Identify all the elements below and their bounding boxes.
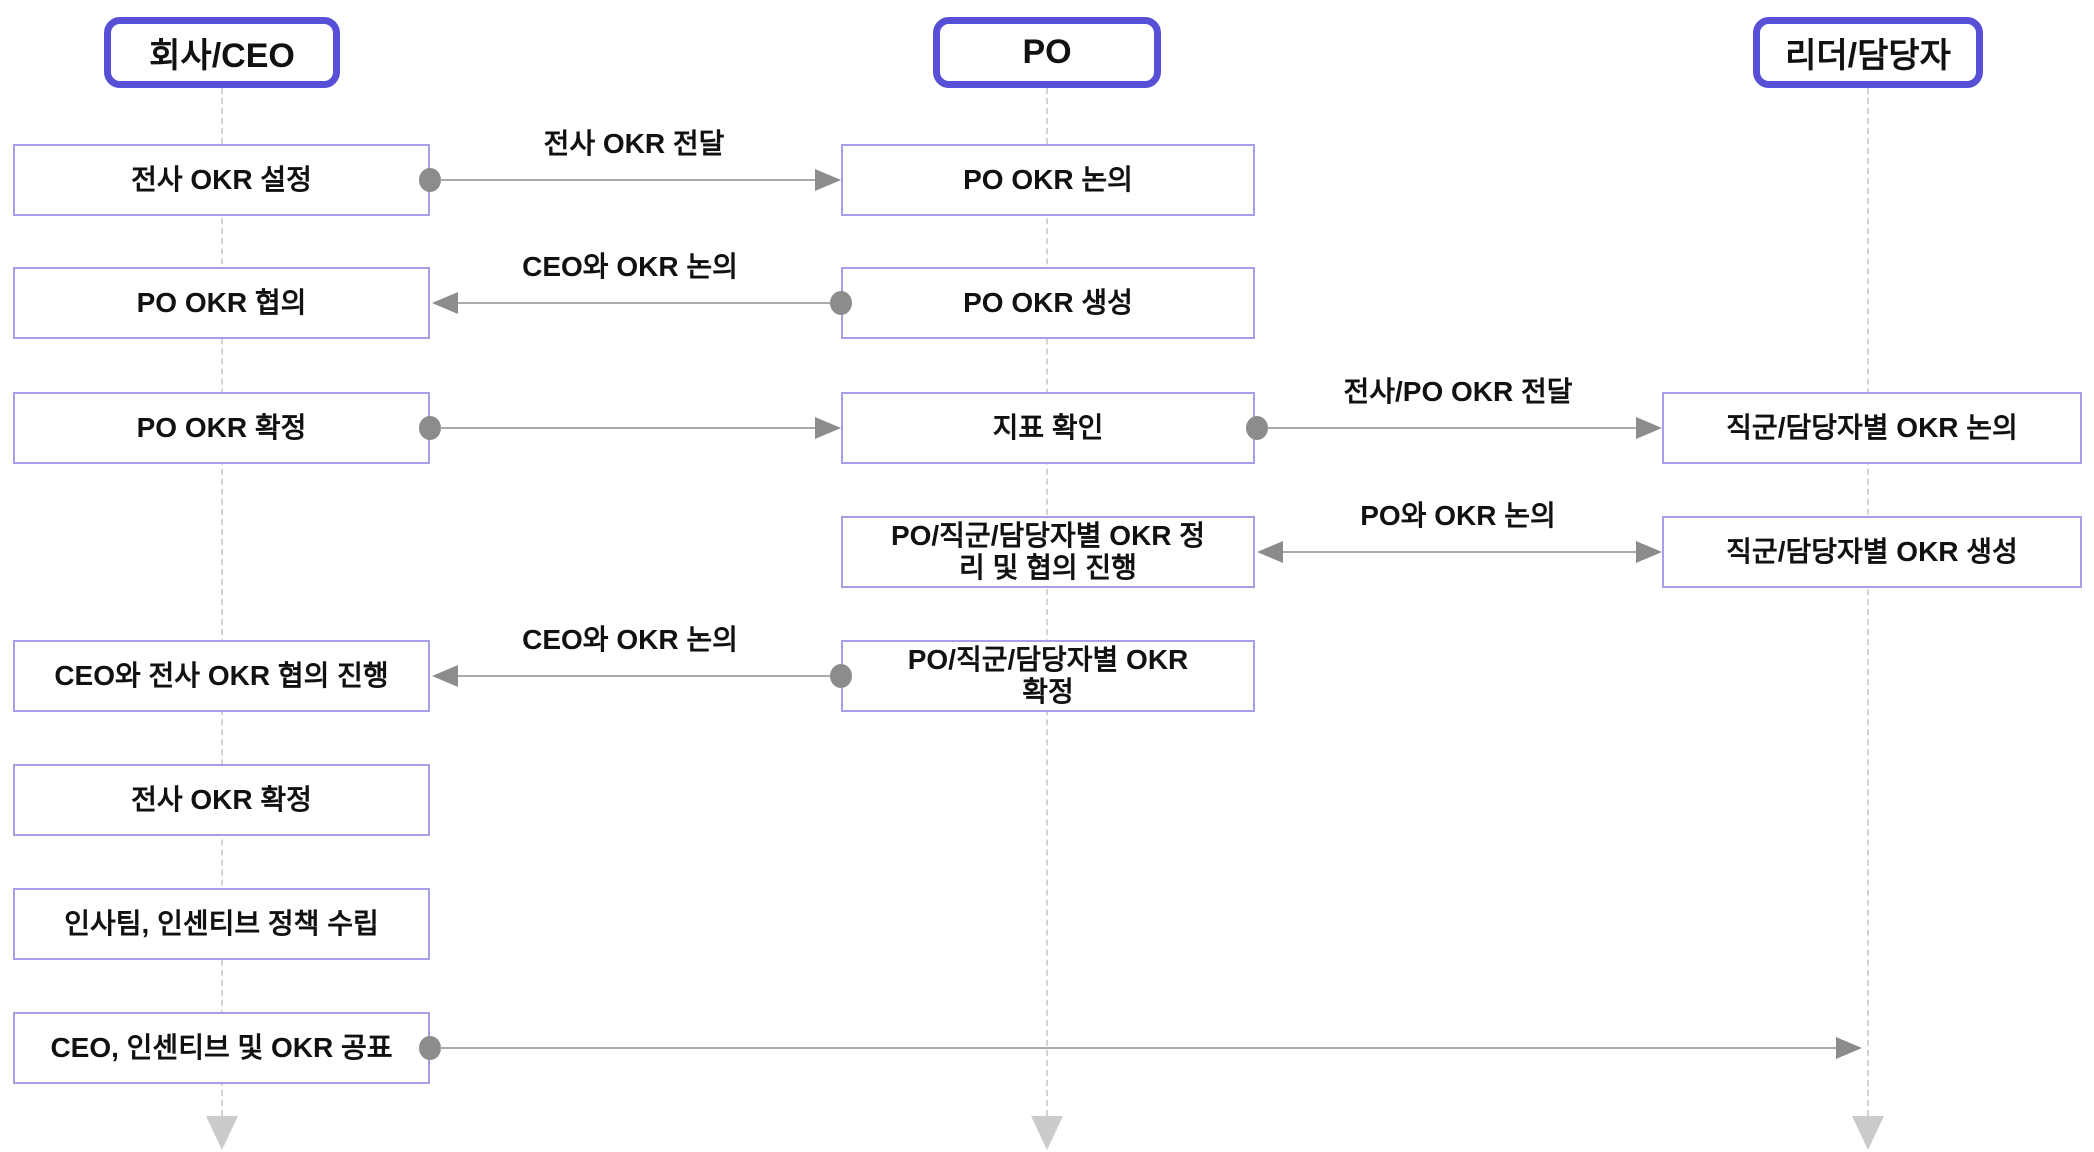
lane-line-leader: [1867, 88, 1869, 1116]
node-po-okr-confirm: PO OKR 확정: [13, 392, 430, 464]
arrowhead-right-icon: [1636, 417, 1662, 439]
lane-header-po: PO: [933, 17, 1161, 88]
node-label: 직군/담당자별 OKR 생성: [1726, 535, 2018, 567]
node-label: 지표 확인: [992, 411, 1104, 443]
arrowhead-left-icon: [1257, 541, 1283, 563]
arrowhead-right-icon: [815, 169, 841, 191]
node-po-okr-consult: PO OKR 협의: [13, 267, 430, 339]
flow-label-company-okr-deliver: 전사 OKR 전달: [543, 128, 725, 159]
lane-line-po: [1046, 88, 1048, 1116]
node-company-okr-setting: 전사 OKR 설정: [13, 144, 430, 216]
node-label: 직군/담당자별 OKR 논의: [1726, 411, 2018, 443]
connector-po-leader-bidirectional: [1283, 551, 1636, 553]
node-label: PO OKR 협의: [136, 286, 307, 318]
arrowhead-right-icon: [815, 417, 841, 439]
node-ceo-incentive-okr-announce: CEO, 인센티브 및 OKR 공표: [13, 1012, 430, 1084]
lane-header-company-ceo-label: 회사/CEO: [149, 37, 295, 75]
lane-end-arrow-icon: [206, 1116, 238, 1150]
flow-label-po-okr-discuss: PO와 OKR 논의: [1360, 500, 1556, 531]
arrowhead-left-icon: [432, 292, 458, 314]
node-label: 인사팀, 인센티브 정책 수립: [64, 907, 379, 939]
connector-start-dot: [419, 168, 441, 192]
connector-start-dot: [1246, 416, 1268, 440]
connector-start-dot: [419, 1036, 441, 1060]
node-label: PO OKR 논의: [963, 163, 1133, 195]
node-group-okr-discuss: 직군/담당자별 OKR 논의: [1662, 392, 2082, 464]
lane-header-leader-label: 리더/담당자: [1785, 37, 1951, 75]
node-metric-check: 지표 확인: [841, 392, 1255, 464]
node-group-okr-create: 직군/담당자별 OKR 생성: [1662, 516, 2082, 588]
arrowhead-right-icon: [1636, 541, 1662, 563]
connector-announce-to-leader: [440, 1047, 1836, 1049]
node-label: CEO, 인센티브 및 OKR 공표: [50, 1031, 393, 1063]
lane-header-leader: 리더/담당자: [1753, 17, 1983, 88]
node-company-okr-confirm: 전사 OKR 확정: [13, 764, 430, 836]
connector-po-confirm-to-ceo: [458, 675, 830, 677]
node-label: PO OKR 생성: [963, 286, 1133, 318]
connector-start-dot: [830, 664, 852, 688]
connector-start-dot: [419, 416, 441, 440]
node-po-group-okr-align: PO/직군/담당자별 OKR 정 리 및 협의 진행: [841, 516, 1255, 588]
lane-end-arrow-icon: [1031, 1116, 1063, 1150]
node-label: 전사 OKR 확정: [131, 783, 312, 815]
connector-start-dot: [830, 291, 852, 315]
flow-label-company-po-okr-deliver: 전사/PO OKR 전달: [1343, 376, 1573, 407]
connector-company-to-po: [440, 179, 815, 181]
connector-po-to-company: [458, 302, 830, 304]
node-po-okr-discuss: PO OKR 논의: [841, 144, 1255, 216]
node-ceo-company-okr-negotiate: CEO와 전사 OKR 협의 진행: [13, 640, 430, 712]
lane-header-company-ceo: 회사/CEO: [104, 17, 340, 88]
lane-end-arrow-icon: [1852, 1116, 1884, 1150]
node-label: 전사 OKR 설정: [131, 163, 312, 195]
flow-label-ceo-okr-discuss-bottom: CEO와 OKR 논의: [522, 624, 738, 655]
node-label: PO/직군/담당자별 OKR 정 리 및 협의 진행: [890, 519, 1206, 583]
lane-line-company-ceo: [221, 88, 223, 1116]
node-hr-incentive-policy: 인사팀, 인센티브 정책 수립: [13, 888, 430, 960]
arrowhead-left-icon: [432, 665, 458, 687]
arrowhead-right-icon: [1836, 1037, 1862, 1059]
node-po-okr-create: PO OKR 생성: [841, 267, 1255, 339]
connector-confirm-to-metric: [440, 427, 815, 429]
node-label: CEO와 전사 OKR 협의 진행: [54, 659, 389, 691]
lane-header-po-label: PO: [1022, 33, 1072, 71]
node-label: PO OKR 확정: [136, 411, 307, 443]
node-label: PO/직군/담당자별 OKR 확정: [907, 643, 1189, 707]
connector-metric-to-leader: [1268, 427, 1636, 429]
node-po-group-okr-confirm: PO/직군/담당자별 OKR 확정: [841, 640, 1255, 712]
flow-label-ceo-okr-discuss-top: CEO와 OKR 논의: [522, 251, 738, 282]
